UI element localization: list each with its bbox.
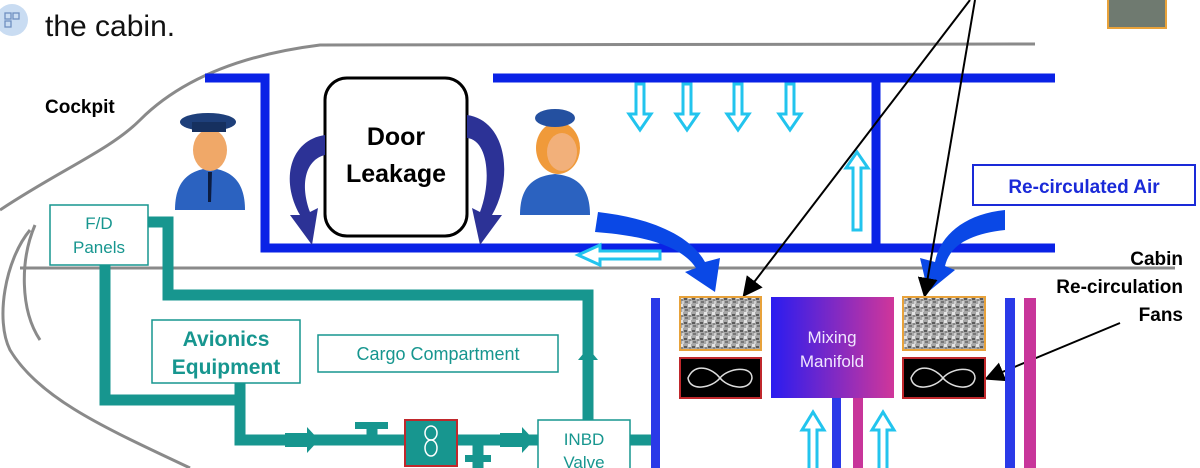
recirc-flow-arrow-left — [595, 212, 720, 292]
flow-up-arrow-icon — [578, 348, 598, 360]
door-label-line2: Leakage — [346, 160, 446, 188]
supply-duct-left — [651, 298, 660, 468]
fd-panels-box — [49, 204, 149, 266]
inbd-valve-box — [537, 419, 631, 468]
recirc-flow-arrow-right — [920, 210, 1005, 292]
door-leakage-arrow-icons — [289, 115, 505, 245]
fan-icon — [424, 425, 438, 457]
recirc-fan-right — [902, 357, 986, 399]
fuselage-outline — [0, 42, 1175, 468]
mixing-label-line2: Manifold — [800, 352, 864, 371]
door-leakage-box — [323, 76, 469, 238]
manifold-duct-magenta — [853, 398, 863, 468]
fan-icon — [687, 367, 753, 388]
supply-duct-right — [1005, 298, 1015, 468]
fans-label-line3: Fans — [1139, 305, 1183, 326]
cargo-compartment-box — [317, 334, 559, 373]
airflow-left-arrow — [574, 242, 662, 268]
fan-icon — [910, 367, 976, 388]
manifold-inflow-arrows — [799, 409, 897, 468]
heading-text: the cabin. — [45, 10, 175, 43]
component-photo — [1107, 0, 1167, 29]
recirculated-air-box — [972, 164, 1196, 206]
cargo-label: Cargo Compartment — [356, 344, 519, 364]
avionics-label-line2: Equipment — [172, 356, 281, 379]
fans-label-line2: Re-circulation — [1056, 277, 1183, 298]
valve-handle — [355, 422, 388, 429]
flow-arrow-icon — [500, 427, 534, 453]
avionics-fan — [404, 419, 458, 467]
manifold-duct-blue — [832, 398, 841, 468]
fd-label-line1: F/D — [85, 214, 112, 233]
inbd-label-line1: INBD — [564, 430, 605, 449]
inbd-label-line2: Valve — [563, 453, 604, 468]
recirc-filter-right — [902, 296, 986, 351]
flight-attendant-icon — [520, 109, 590, 215]
fans-label-line1: Cabin — [1130, 249, 1183, 270]
pilot-icon — [175, 113, 245, 210]
door-label-line1: Door — [367, 123, 426, 151]
mixing-label-line1: Mixing — [807, 328, 856, 347]
avionics-equipment-box — [151, 319, 301, 384]
airflow-down-arrows — [574, 82, 871, 268]
recirculated-air-label: Re-circulated Air — [1008, 177, 1160, 198]
avionics-cooling-duct — [99, 216, 651, 468]
airflow-up-arrow — [843, 149, 871, 232]
cockpit-label: Cockpit — [45, 97, 115, 118]
flow-arrow-icon — [285, 427, 319, 453]
fd-label-line2: Panels — [73, 238, 125, 257]
mixing-manifold — [771, 297, 894, 398]
avionics-label-line1: Avionics — [183, 328, 270, 351]
bullet-qr-code-icon — [0, 4, 28, 36]
recirc-filter-left — [679, 296, 762, 351]
recirc-duct-right — [1024, 298, 1036, 468]
valve-handle — [465, 455, 491, 462]
